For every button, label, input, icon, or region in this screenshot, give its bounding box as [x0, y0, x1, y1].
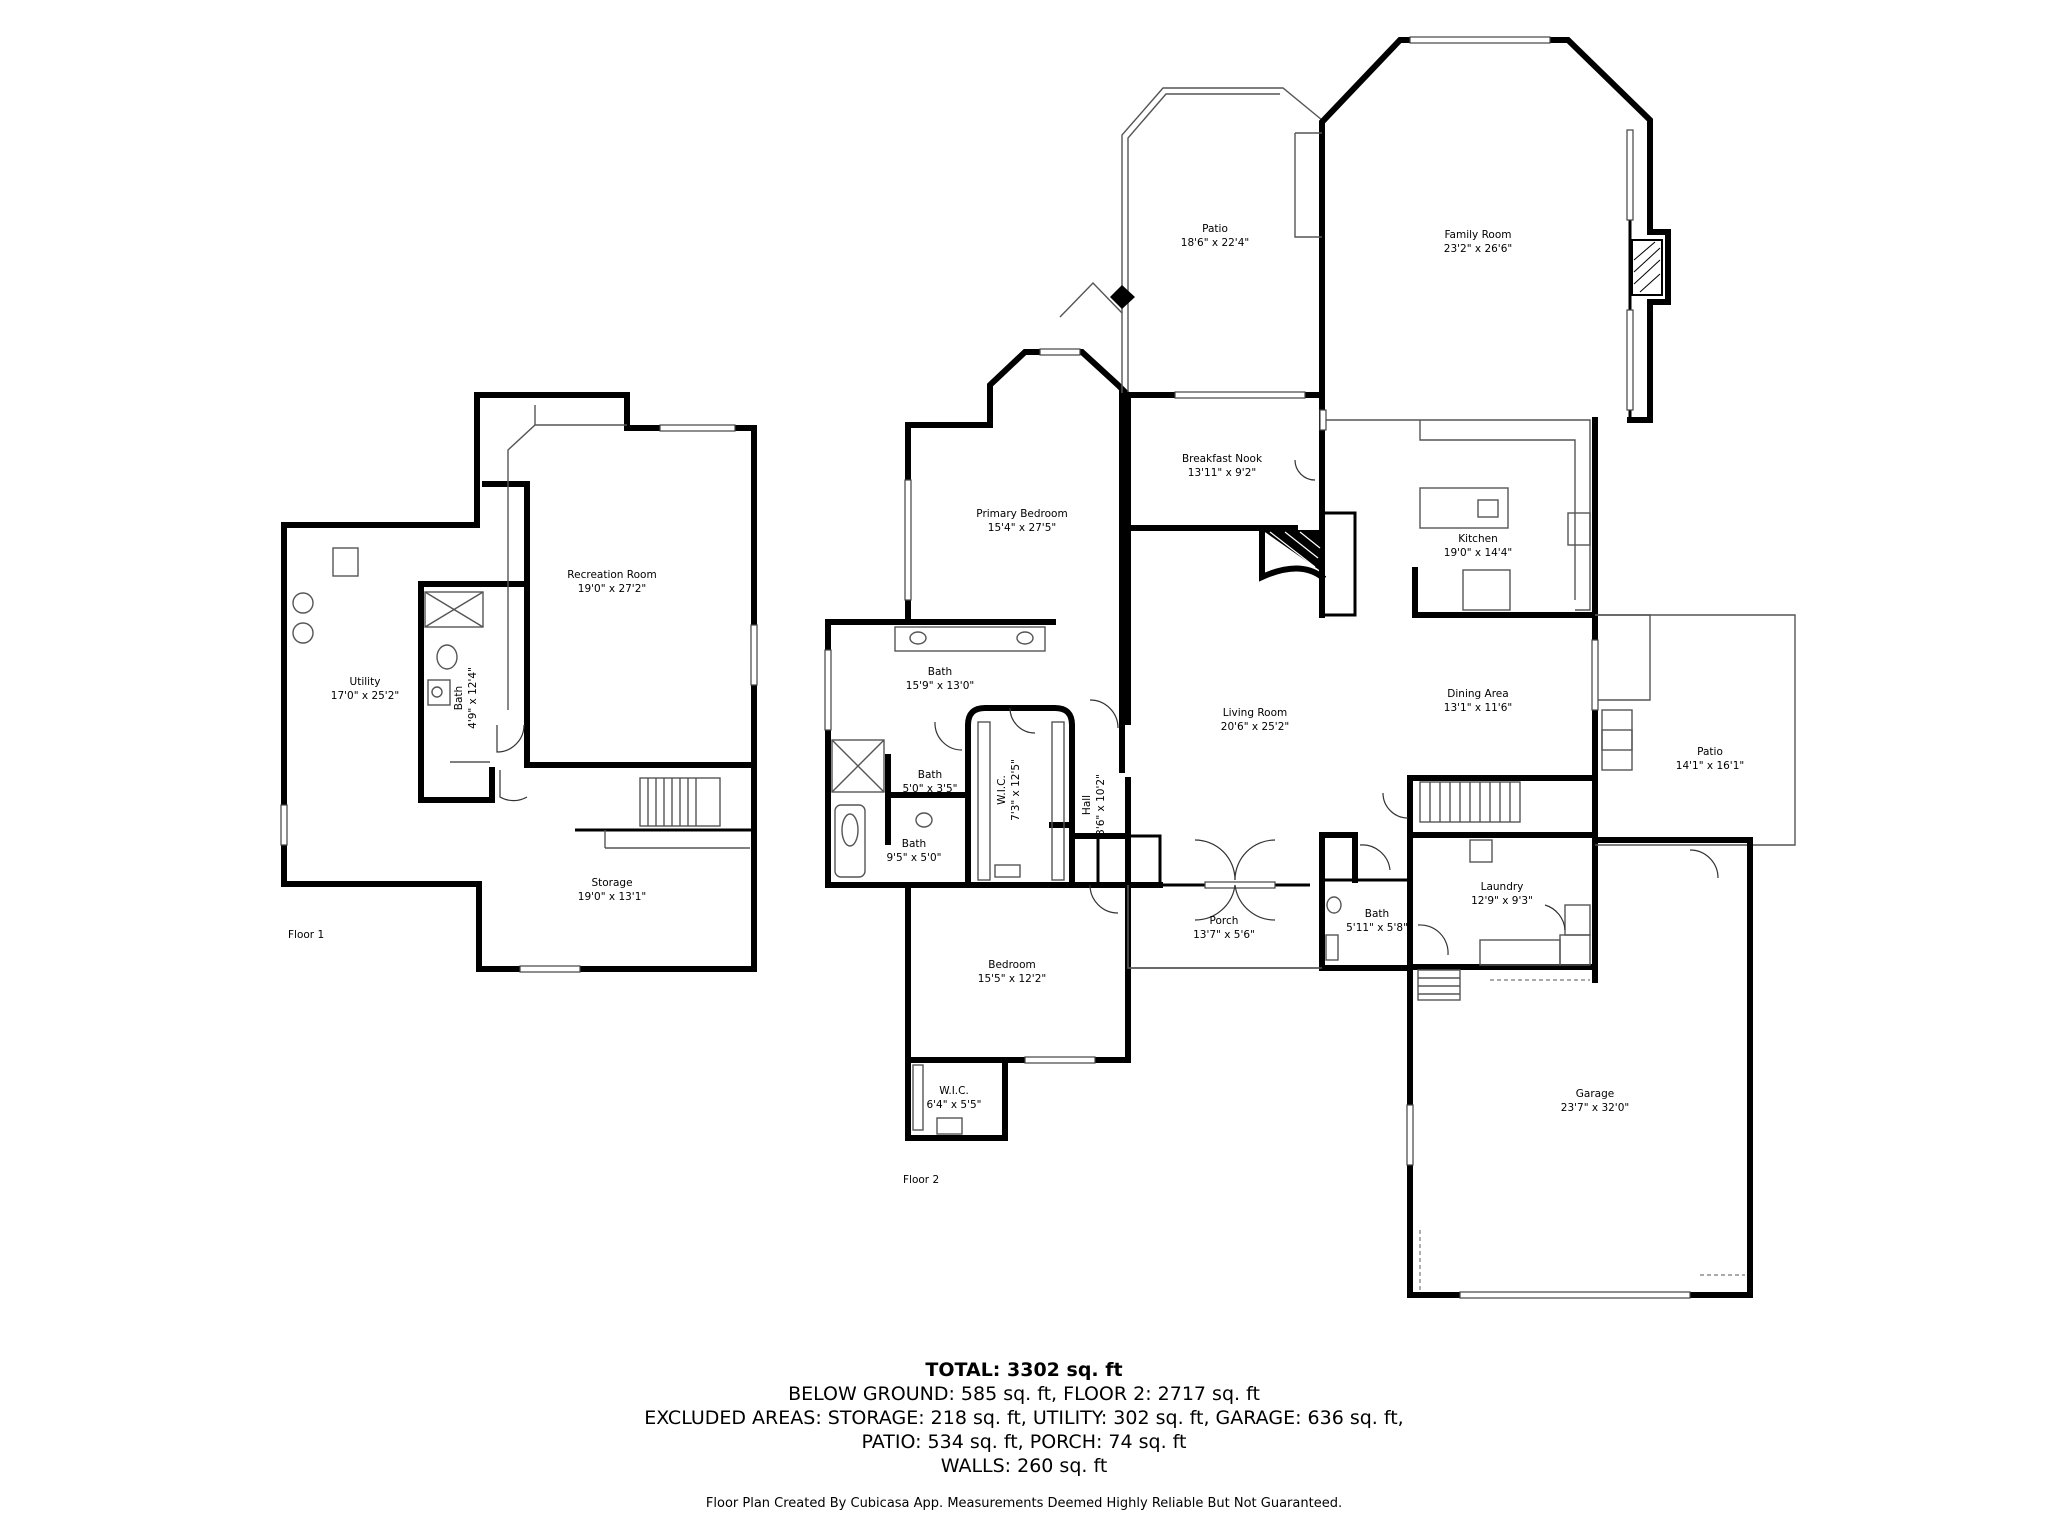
- room-dim-wic-primary: 7'3" x 12'5": [1010, 759, 1022, 821]
- room-dim-living-room: 20'6" x 25'2": [1221, 721, 1289, 733]
- room-name-family-room: Family Room: [1444, 229, 1511, 241]
- room-name-breakfast-nook: Breakfast Nook: [1182, 453, 1263, 465]
- room-dim-recreation-room: 19'0" x 27'2": [578, 583, 646, 595]
- area-line-walls: WALLS: 260 sq. ft: [940, 1455, 1108, 1477]
- area-line-patio-porch: PATIO: 534 sq. ft, PORCH: 74 sq. ft: [861, 1431, 1187, 1453]
- room-dim-kitchen: 19'0" x 14'4": [1444, 547, 1512, 559]
- room-name-primary-bath: Bath: [928, 666, 952, 678]
- room-name-bath-small: Bath: [918, 769, 942, 781]
- room-name-recreation-room: Recreation Room: [567, 569, 656, 581]
- room-dim-primary-bath: 15'9" x 13'0": [906, 680, 974, 692]
- room-name-utility: Utility: [350, 676, 381, 688]
- room-dim-dining-area: 13'1" x 11'6": [1444, 702, 1512, 714]
- room-name-garage: Garage: [1576, 1088, 1614, 1100]
- room-name-bath-tub: Bath: [902, 838, 926, 850]
- room-name-primary-bedroom: Primary Bedroom: [976, 508, 1067, 520]
- room-dim-bath-half: 5'11" x 5'8": [1346, 922, 1408, 934]
- room-name-bath-half: Bath: [1365, 908, 1389, 920]
- room-name-dining-area: Dining Area: [1447, 688, 1508, 700]
- room-name-wic-primary: W.I.C.: [996, 775, 1008, 805]
- room-name-living-room: Living Room: [1223, 707, 1287, 719]
- room-name-bedroom: Bedroom: [988, 959, 1036, 971]
- room-dim-garage: 23'7" x 32'0": [1561, 1102, 1629, 1114]
- room-dim-primary-bedroom: 15'4" x 27'5": [988, 522, 1056, 534]
- area-summary: TOTAL: 3302 sq. ft BELOW GROUND: 585 sq.…: [0, 1358, 2048, 1478]
- floor-1-label: Floor 1: [288, 929, 324, 941]
- room-dim-hall: 3'6" x 10'2": [1095, 774, 1107, 836]
- room-dim-porch: 13'7" x 5'6": [1193, 929, 1255, 941]
- room-dim-storage: 19'0" x 13'1": [578, 891, 646, 903]
- room-dim-wic-bedroom: 6'4" x 5'5": [926, 1099, 981, 1111]
- room-name-storage: Storage: [591, 877, 632, 889]
- floor-2-plan: Patio 18'6" x 22'4" Family Room 23'2" x …: [824, 36, 1796, 1299]
- room-name-hall: Hall: [1081, 795, 1093, 815]
- room-dim-patio-north: 18'6" x 22'4": [1181, 237, 1249, 249]
- room-dim-family-room: 23'2" x 26'6": [1444, 243, 1512, 255]
- room-dim-bedroom: 15'5" x 12'2": [978, 973, 1046, 985]
- area-line-below-ground: BELOW GROUND: 585 sq. ft, FLOOR 2: 2717 …: [788, 1383, 1260, 1405]
- room-name-patio-north: Patio: [1202, 223, 1228, 235]
- room-dim-breakfast-nook: 13'11" x 9'2": [1188, 467, 1256, 479]
- disclaimer: Floor Plan Created By Cubicasa App. Meas…: [705, 1496, 1343, 1511]
- area-line-excluded: EXCLUDED AREAS: STORAGE: 218 sq. ft, UTI…: [644, 1407, 1404, 1429]
- area-total: TOTAL: 3302 sq. ft: [925, 1359, 1123, 1381]
- floor-2-label: Floor 2: [903, 1174, 939, 1186]
- room-name-porch: Porch: [1210, 915, 1239, 927]
- room-name-laundry: Laundry: [1481, 881, 1524, 893]
- room-dim-laundry: 12'9" x 9'3": [1471, 895, 1533, 907]
- floor-1-plan: Recreation Room 19'0" x 27'2" Utility 17…: [280, 392, 758, 973]
- room-dim-bath-floor1: 4'9" x 12'4": [467, 667, 479, 729]
- room-dim-bath-small: 5'0" x 3'5": [902, 783, 957, 795]
- room-name-patio-east: Patio: [1697, 746, 1723, 758]
- room-name-kitchen: Kitchen: [1458, 533, 1497, 545]
- room-dim-utility: 17'0" x 25'2": [331, 690, 399, 702]
- room-name-bath-floor1: Bath: [453, 686, 465, 710]
- room-dim-patio-east: 14'1" x 16'1": [1676, 760, 1744, 772]
- room-dim-bath-tub: 9'5" x 5'0": [886, 852, 941, 864]
- room-name-wic-bedroom: W.I.C.: [939, 1085, 969, 1097]
